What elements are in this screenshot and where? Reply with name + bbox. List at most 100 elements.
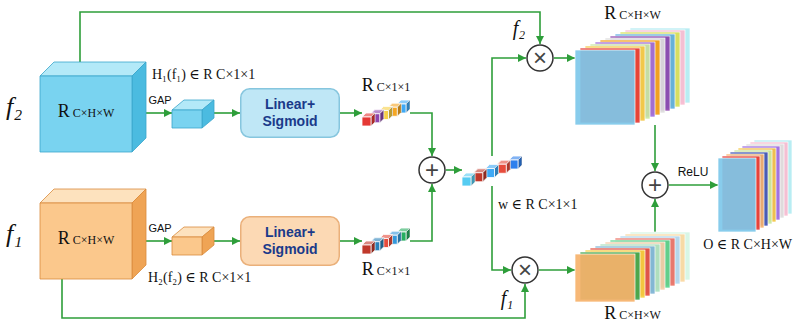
dimension-label: O ∈ R C×H×W xyxy=(703,236,792,254)
dimension-label: R C×H×W xyxy=(40,102,132,122)
flow-arrow xyxy=(410,184,432,241)
linear-sigmoid-box: Linear+ Sigmoid xyxy=(240,216,340,266)
flow-arrow xyxy=(410,113,432,156)
cube-side xyxy=(471,173,475,186)
cube-top xyxy=(40,189,146,203)
vec-shape xyxy=(462,156,522,186)
operator-symbol: + xyxy=(418,157,446,183)
pooled-vector: H₁(f₁) ∈ R C×1×1 xyxy=(172,100,214,128)
channel-vector: R C×1×1 xyxy=(362,228,410,254)
flow-arrow xyxy=(539,269,575,271)
cube-side-shade xyxy=(380,238,384,251)
cube-front xyxy=(362,245,371,254)
operator-circle xyxy=(527,45,553,71)
operator-circle xyxy=(642,172,668,198)
flow-arrow xyxy=(80,12,540,62)
operator-circle xyxy=(512,257,538,283)
cube-side-shade xyxy=(371,113,375,126)
flow-arrow xyxy=(446,169,462,171)
cube-side xyxy=(397,103,401,116)
operator-circle xyxy=(419,157,445,183)
dimension-label: R C×1×1 xyxy=(362,76,411,96)
cube-side xyxy=(495,165,499,178)
vec-shape xyxy=(362,228,410,254)
slab-shape xyxy=(172,100,214,128)
cube-side xyxy=(483,169,487,182)
cube-side-shade xyxy=(495,165,499,178)
flow-arrow xyxy=(146,112,172,114)
box-outline xyxy=(241,89,340,138)
cube-side xyxy=(406,228,410,241)
edge-label: ReLU xyxy=(677,165,710,179)
cube-side xyxy=(406,100,410,113)
cube-side xyxy=(506,160,510,173)
feature-slice xyxy=(575,50,635,125)
multiply-operator: × xyxy=(526,44,554,72)
flow-arrow xyxy=(214,240,240,242)
dimension-label: R C×H×W xyxy=(604,304,661,324)
cube-side xyxy=(389,235,393,248)
flow-arrow xyxy=(146,240,172,242)
cube-side-shade xyxy=(397,231,401,244)
output-stack: O ∈ R C×H×W xyxy=(718,140,792,232)
dimension-label: w ∈ R C×1×1 xyxy=(498,196,577,214)
feature-cube: f₂R C×H×W xyxy=(40,62,146,152)
dimension-label: H₂(f₂) ∈ R C×1×1 xyxy=(148,269,251,287)
stack-shape xyxy=(718,140,792,232)
add-operator: + xyxy=(418,156,446,184)
cube-side-shade xyxy=(506,160,510,173)
flow-arrow xyxy=(669,184,718,186)
cube-top xyxy=(40,62,146,76)
stack-shape xyxy=(575,232,690,302)
feature-stack: R C×H×W xyxy=(575,232,690,302)
flow-arrow xyxy=(554,57,575,59)
slab-side xyxy=(202,100,214,128)
edge-label: f₂ xyxy=(512,16,527,40)
cube-front xyxy=(40,203,132,279)
stack-shape xyxy=(575,28,690,125)
flow-arrow xyxy=(654,125,656,171)
cube-side xyxy=(380,110,384,123)
linear-sigmoid-box: Linear+ Sigmoid xyxy=(240,88,340,138)
slab-shape xyxy=(172,227,214,255)
slab-front xyxy=(172,110,202,128)
operator-symbol: × xyxy=(526,45,554,71)
cube-side xyxy=(371,241,375,254)
weight-vector: w ∈ R C×1×1 xyxy=(462,156,522,186)
cube-side-shade xyxy=(371,241,375,254)
slab-front xyxy=(172,237,202,255)
cube-front xyxy=(462,177,471,186)
cube-front xyxy=(362,117,371,126)
flow-arrow xyxy=(340,240,362,242)
feature-slice xyxy=(718,158,756,232)
dimension-label: R C×H×W xyxy=(40,229,132,249)
feature-slice xyxy=(575,254,635,302)
cube-side-shade xyxy=(389,107,393,120)
flow-arrow xyxy=(214,112,240,114)
flow-arrow xyxy=(340,112,362,114)
edge-label: f₁ xyxy=(500,286,515,310)
cube-side xyxy=(380,238,384,251)
cube-side xyxy=(389,107,393,120)
dimension-label: R C×H×W xyxy=(604,4,661,24)
edge-label: GAP xyxy=(147,93,172,107)
box-label: Linear+ Sigmoid xyxy=(240,96,340,130)
edge-label: GAP xyxy=(147,221,172,235)
cube-side-shade xyxy=(406,100,410,113)
cube-side xyxy=(371,113,375,126)
vec-shape xyxy=(362,100,410,126)
feature-label: f₂ xyxy=(6,92,22,122)
feature-label: f₁ xyxy=(6,219,22,249)
cube-side-shade xyxy=(397,103,401,116)
add-operator: + xyxy=(641,171,669,199)
cube-side-shade xyxy=(471,173,475,186)
cube-side-shade xyxy=(483,169,487,182)
cube-side xyxy=(397,231,401,244)
dimension-label: H₁(f₁) ∈ R C×1×1 xyxy=(152,66,255,84)
cube-side-shade xyxy=(406,228,410,241)
channel-vector: R C×1×1 xyxy=(362,100,410,126)
cube-side xyxy=(518,156,522,169)
cube-side xyxy=(132,189,146,279)
box-label: Linear+ Sigmoid xyxy=(240,224,340,258)
